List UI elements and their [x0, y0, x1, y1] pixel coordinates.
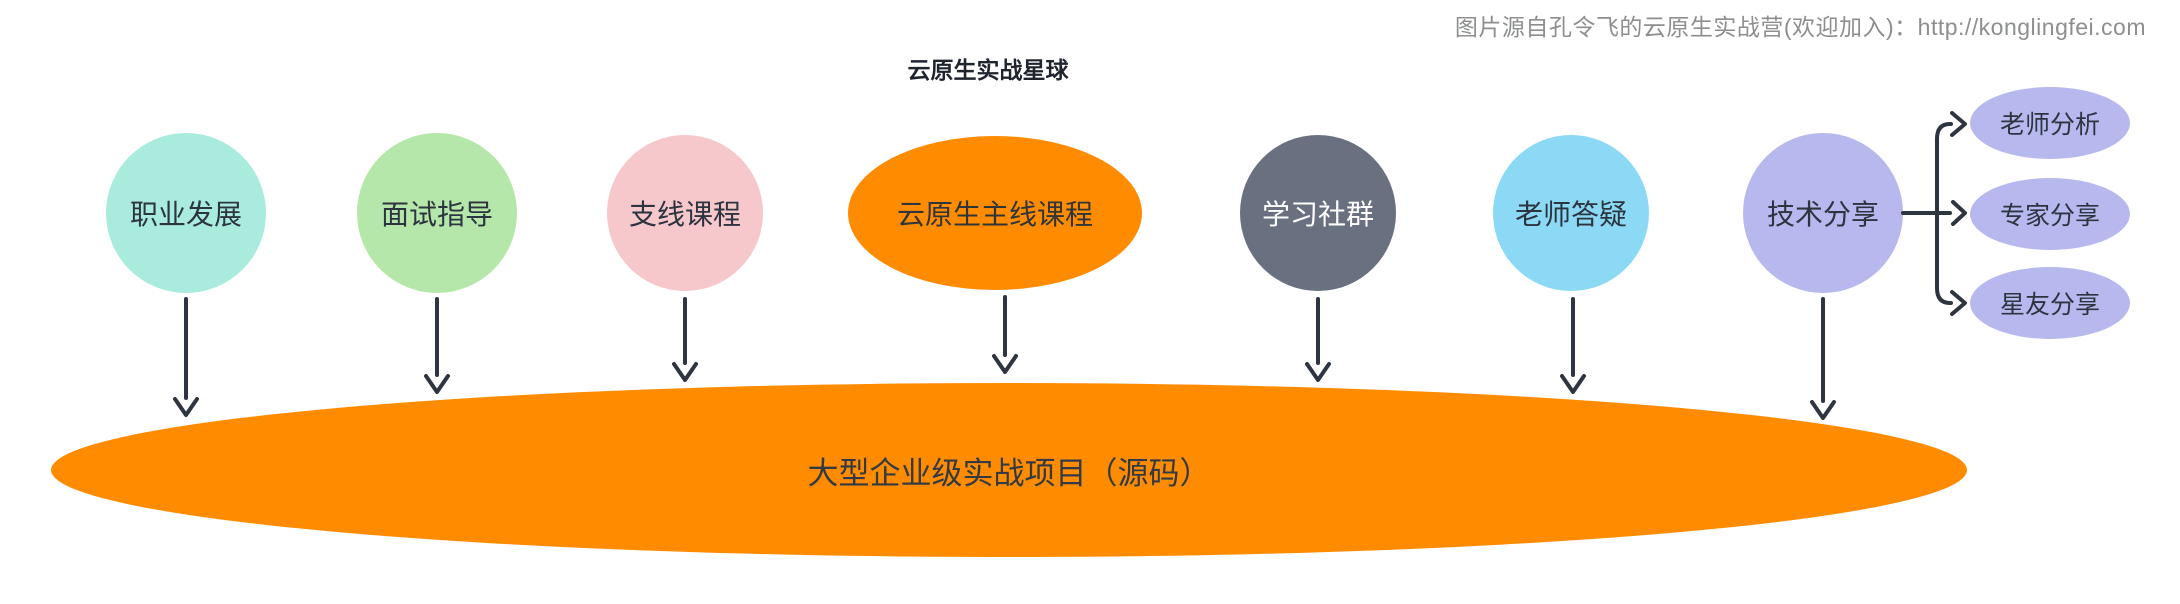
branch-bracket: [1901, 111, 1967, 316]
down-arrow-6: [1560, 297, 1586, 394]
branch-label: 专家分享: [1999, 202, 2100, 230]
node-label: 面试指导: [380, 199, 493, 230]
node-teacher-qa: 老师答疑: [1493, 135, 1649, 291]
down-arrow-4: [992, 295, 1018, 374]
node-learning-community: 学习社群: [1240, 135, 1396, 291]
node-label: 支线课程: [628, 199, 741, 230]
node-main-course: 云原生主线课程: [848, 136, 1142, 290]
node-label: 职业发展: [129, 199, 242, 230]
down-arrow-7: [1810, 297, 1836, 420]
down-arrow-3: [672, 297, 698, 382]
diagram-title: 云原生实战星球: [907, 57, 1069, 83]
branch-member-sharing: 星友分享: [1970, 267, 2130, 339]
branch-label: 老师分析: [1999, 111, 2100, 139]
down-arrow-2: [424, 297, 450, 394]
branch-label: 星友分享: [1999, 291, 2100, 319]
watermark-text: 图片源自孔令飞的云原生实战营(欢迎加入)：http://konglingfei.…: [1454, 14, 2146, 40]
down-arrow-1: [173, 297, 199, 417]
bottom-project-ellipse: 大型企业级实战项目（源码）: [51, 383, 1967, 557]
node-tech-sharing: 技术分享: [1743, 133, 1903, 293]
node-career-development: 职业发展: [106, 133, 266, 293]
branch-teacher-analysis: 老师分析: [1970, 87, 2130, 159]
bottom-label: 大型企业级实战项目（源码）: [807, 455, 1211, 491]
node-label: 技术分享: [1766, 199, 1879, 230]
branch-expert-sharing: 专家分享: [1970, 178, 2130, 250]
node-side-courses: 支线课程: [607, 135, 763, 291]
down-arrow-5: [1305, 297, 1331, 382]
node-label: 老师答疑: [1514, 199, 1627, 230]
node-interview-guidance: 面试指导: [357, 133, 517, 293]
node-label: 学习社群: [1261, 199, 1374, 230]
node-label: 云原生主线课程: [896, 199, 1093, 230]
